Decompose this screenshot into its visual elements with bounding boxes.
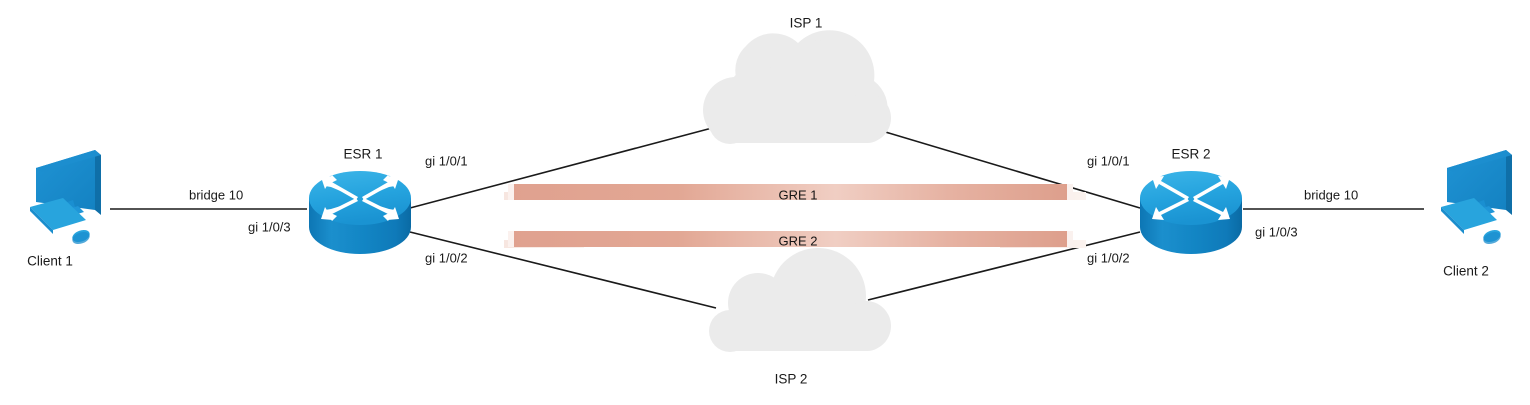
router-2-label: ESR 2: [1171, 147, 1210, 162]
gre-tunnel-2[interactable]: GRE 2: [504, 231, 1086, 248]
client-2-label: Client 2: [1443, 264, 1489, 279]
line-esr1-isp1: [409, 127, 713, 209]
label-gi-1-0-3-left: gi 1/0/3: [248, 219, 291, 234]
edge-labels: bridge 10 gi 1/0/3 gi 1/0/1 gi 1/0/2 gi …: [189, 153, 1358, 265]
label-gi-1-0-2-left: gi 1/0/2: [425, 250, 468, 265]
gre-2-label: GRE 2: [778, 233, 817, 248]
router-2-node[interactable]: ESR 2: [1140, 147, 1242, 254]
gre-1-cap-left: [508, 184, 514, 200]
isp-2-node[interactable]: ISP 2: [709, 248, 891, 387]
cloud-icon: [709, 248, 891, 352]
gre-1-label: GRE 1: [778, 187, 817, 202]
cloud-icon: [703, 30, 891, 144]
client-2-node[interactable]: Client 2: [1441, 150, 1512, 279]
label-gi-1-0-1-right: gi 1/0/1: [1087, 153, 1130, 168]
router-icon: [1140, 171, 1242, 254]
connection-lines: [110, 127, 1424, 309]
desktop-computer-icon: [30, 150, 101, 245]
isp-1-node[interactable]: ISP 1: [703, 16, 891, 144]
line-esr2-isp1: [871, 127, 1141, 209]
isp-1-label: ISP 1: [790, 16, 823, 31]
gre-2-cap-left: [508, 231, 514, 247]
isp-2-label: ISP 2: [775, 372, 808, 387]
gre-1-cap-right: [1067, 184, 1073, 200]
label-gi-1-0-1-left: gi 1/0/1: [425, 153, 468, 168]
line-esr1-isp2: [409, 231, 717, 309]
line-esr2-isp2: [867, 231, 1141, 301]
label-gi-1-0-3-right: gi 1/0/3: [1255, 224, 1298, 239]
router-icon: [309, 171, 411, 254]
router-1-label: ESR 1: [343, 147, 382, 162]
gre-2-cap-right: [1067, 231, 1073, 247]
router-1-node[interactable]: ESR 1: [309, 147, 411, 254]
desktop-computer-icon: [1441, 150, 1512, 245]
label-bridge-10-left: bridge 10: [189, 187, 243, 202]
label-gi-1-0-2-right: gi 1/0/2: [1087, 250, 1130, 265]
client-1-label: Client 1: [27, 254, 73, 269]
router-arrows-icon: [325, 175, 395, 221]
gre-1-band: [508, 184, 1073, 200]
label-bridge-10-right: bridge 10: [1304, 187, 1358, 202]
gre-tunnel-1[interactable]: GRE 1: [504, 184, 1086, 202]
gre-2-band: [508, 231, 1073, 247]
client-1-node[interactable]: Client 1: [27, 150, 101, 269]
